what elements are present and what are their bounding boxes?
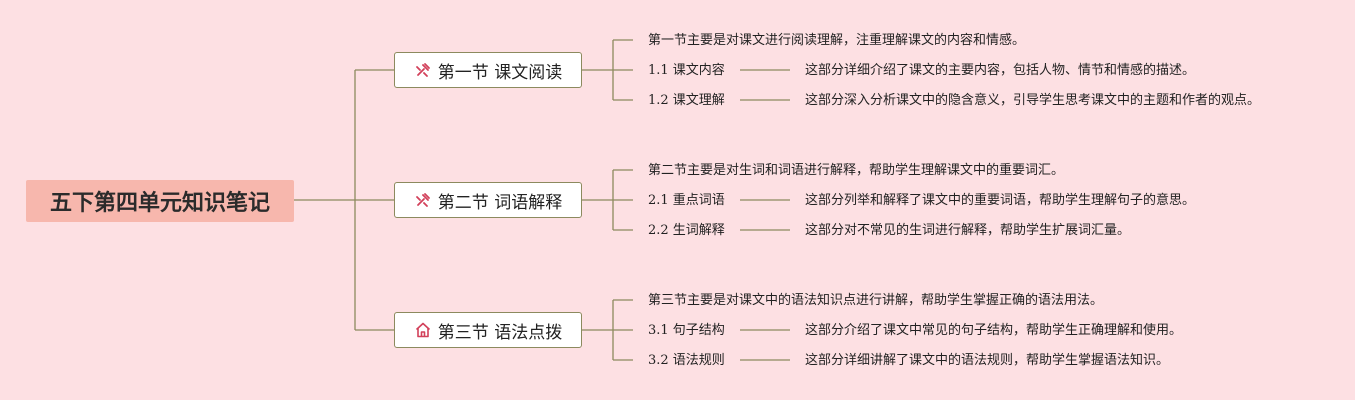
root-title: 五下第四单元知识笔记 — [49, 191, 270, 216]
item-2-2-label[interactable]: 2.2 生词解释 — [648, 223, 725, 238]
section-1-summary: 第一节主要是对课文进行阅读理解，注重理解课文的内容和情感。 — [648, 33, 1026, 48]
item-2-2-desc: 这部分对不常见的生词进行解释，帮助学生扩展词汇量。 — [805, 223, 1131, 238]
item-3-1-label[interactable]: 3.1 句子结构 — [648, 323, 725, 338]
item-1-2-label[interactable]: 1.2 课文理解 — [648, 93, 725, 108]
section-2-summary: 第二节主要是对生词和词语进行解释，帮助学生理解课文中的重要词汇。 — [648, 163, 1065, 178]
item-1-1-label[interactable]: 1.1 课文内容 — [648, 63, 725, 78]
tools-icon — [414, 61, 432, 79]
home-icon — [414, 321, 432, 339]
item-3-2-desc: 这部分详细讲解了课文中的语法规则，帮助学生掌握语法知识。 — [805, 353, 1170, 368]
section-3-node[interactable]: 第三节 语法点拨 — [394, 312, 582, 348]
section-2-node[interactable]: 第二节 词语解释 — [394, 182, 582, 218]
section-1-title: 第一节 课文阅读 — [437, 62, 563, 83]
item-1-2-desc: 这部分深入分析课文中的隐含意义，引导学生思考课文中的主题和作者的观点。 — [805, 93, 1261, 108]
section-3-summary: 第三节主要是对课文中的语法知识点进行讲解，帮助学生掌握正确的语法用法。 — [648, 293, 1104, 308]
section-2-title: 第二节 词语解释 — [437, 192, 563, 213]
item-2-1-desc: 这部分列举和解释了课文中的重要词语，帮助学生理解句子的意思。 — [805, 193, 1196, 208]
root-topic[interactable]: 五下第四单元知识笔记 — [26, 180, 294, 222]
section-1-node[interactable]: 第一节 课文阅读 — [394, 52, 582, 88]
tools-icon — [414, 191, 432, 209]
item-2-1-label[interactable]: 2.1 重点词语 — [648, 193, 725, 208]
item-3-2-label[interactable]: 3.2 语法规则 — [648, 353, 725, 368]
item-3-1-desc: 这部分介绍了课文中常见的句子结构，帮助学生正确理解和使用。 — [805, 323, 1183, 338]
item-1-1-desc: 这部分详细介绍了课文的主要内容，包括人物、情节和情感的描述。 — [805, 63, 1196, 78]
section-3-title: 第三节 语法点拨 — [437, 322, 563, 343]
